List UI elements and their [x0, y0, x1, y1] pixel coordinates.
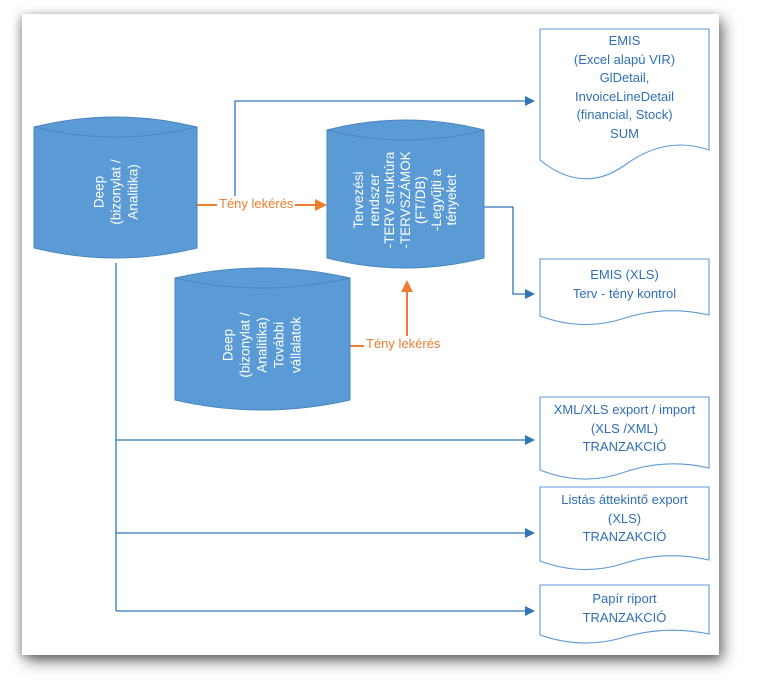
label-line: Analitika)	[254, 317, 270, 373]
label-line: -TERVSZÁMOK	[397, 151, 413, 249]
label-line: rendszer	[366, 173, 382, 227]
label-line: tényeket	[443, 174, 459, 226]
document-emis-top-shape	[539, 28, 710, 180]
document-xml-export-shape	[539, 396, 710, 480]
label-line: -Legyűjti a	[428, 168, 444, 232]
document-papir-riport-shape	[539, 584, 710, 644]
cylinder-tervezesi	[326, 119, 485, 269]
label-line: SUM	[610, 125, 639, 141]
cylinder-deep-further	[174, 267, 351, 411]
label-line: EMIS	[608, 33, 641, 48]
label-line: InvoiceLineDetail	[574, 88, 674, 104]
document-xml-export-label: XML/XLS export / import (XLS /XML) TRANZ…	[540, 401, 709, 457]
label-line: Terv - tény kontrol	[572, 285, 677, 301]
label-line: TRANZAKCIÓ	[582, 439, 667, 454]
label-line: További	[271, 321, 287, 369]
label-line: EMIS (XLS)	[590, 267, 659, 282]
label-line: Analitika)	[125, 164, 141, 220]
label-line: (bizonylat /	[237, 312, 253, 378]
cylinder-deep-further-label: Deep (bizonylat / Analitika) További vál…	[220, 312, 305, 377]
label-line: Deep	[220, 328, 236, 362]
cylinder-deep-main	[33, 116, 198, 259]
label-line: GlDetail,	[599, 70, 650, 85]
cylinder-tervezesi-label: Tervezési rendszer -TERV struktúra -TERV…	[351, 151, 460, 248]
label-line: (financial, Stock)	[576, 107, 673, 122]
document-emis-top-label: EMIS (Excel alapú VIR) GlDetail, Invoice…	[540, 32, 709, 143]
document-listas-export-shape	[539, 486, 710, 571]
document-emis-xls-shape	[539, 258, 710, 326]
connector-to-emis-xls	[484, 206, 535, 299]
label-line: -TERV struktúra	[381, 151, 397, 249]
label-line: (XLS /XML)	[590, 420, 659, 436]
label-line: (XLS)	[607, 510, 642, 526]
label-line: (bizonylat /	[108, 159, 124, 225]
label-line: TRANZAKCIÓ	[582, 609, 667, 625]
document-emis-xls-label: EMIS (XLS) Terv - tény kontrol	[540, 266, 709, 303]
edge-label-teny-lekeres-1: Tény lekérés	[217, 196, 296, 211]
label-line: vállalatok	[288, 316, 304, 374]
document-papir-riport-label: Papír riport TRANZAKCIÓ	[540, 590, 709, 627]
label-line: Deep	[91, 175, 107, 209]
connector-to-emis-top	[234, 96, 535, 203]
document-listas-export-label: Listás áttekintő export (XLS) TRANZAKCIÓ	[540, 491, 709, 547]
label-line: Papír riport	[592, 591, 657, 606]
edge-label-teny-lekeres-2: Tény lekérés	[364, 336, 443, 351]
label-line: (FT/DB)	[412, 176, 428, 225]
label-line: XML/XLS export / import	[553, 402, 696, 417]
label-line: (Excel alapú VIR)	[573, 51, 676, 67]
label-line: Listás áttekintő export	[561, 492, 688, 507]
cylinder-deep-main-label: Deep (bizonylat / Analitika)	[91, 159, 142, 224]
label-line: Tervezési	[350, 171, 366, 229]
label-line: TRANZAKCIÓ	[582, 529, 667, 544]
